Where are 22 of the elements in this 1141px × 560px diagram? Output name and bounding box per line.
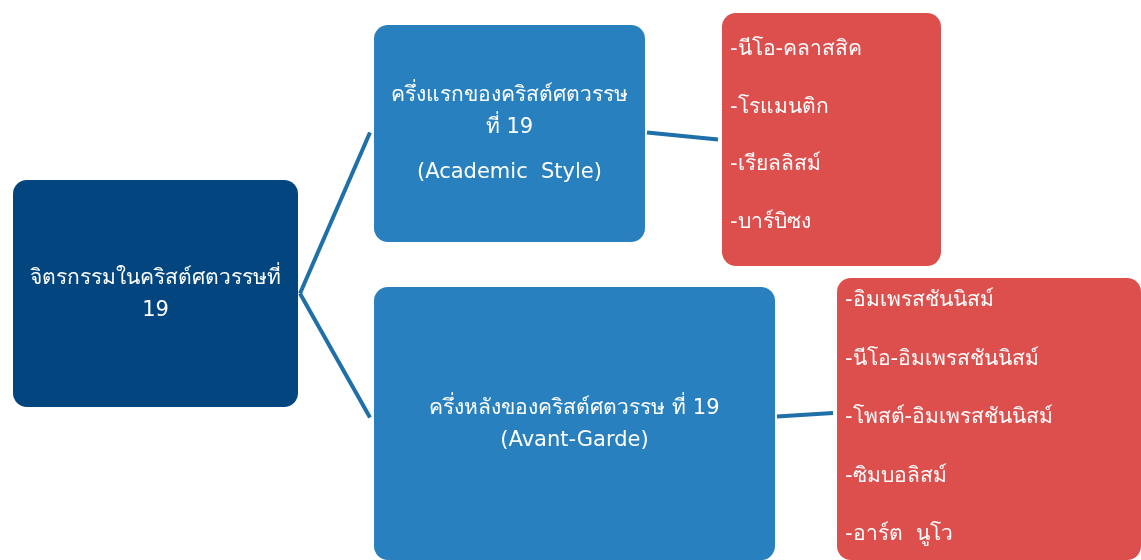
- list-item: -โรแมนติก: [730, 92, 829, 120]
- list-item: -อาร์ต นูโว: [845, 520, 953, 548]
- category-box: [374, 25, 645, 242]
- connector-line: [298, 131, 372, 295]
- box-label: ครึ่งแรกของคริสต์ศตวรรษ ที่ 19: [382, 79, 637, 143]
- list-item: -นีโอ-คลาสสิค: [730, 35, 863, 62]
- list-item: -ซิมบอลิสม์: [845, 461, 947, 489]
- list-box: [837, 278, 1141, 560]
- box-label: จิตรกรรมในคริสต์ศตวรรษที่ 19: [21, 262, 290, 325]
- list-item: -นีโอ-อิมเพรสชันนิสม์: [845, 344, 1040, 372]
- list-box: [722, 13, 941, 266]
- list-item: -เรียลลิสม์: [730, 150, 821, 177]
- box-label: (Academic Style): [417, 158, 602, 186]
- list-item: -อิมเพรสชันนิสม์: [845, 286, 994, 313]
- box-label: ครึ่งหลังของคริสต์ศตวรรษ ที่ 19 (Avant-Garde): [429, 392, 720, 455]
- list-item: -บาร์บิซง: [730, 207, 811, 235]
- topic-box: [13, 180, 298, 407]
- list-item: -โพสต์-อิมเพรสชันนิสม์: [845, 403, 1054, 430]
- connector-line: [646, 130, 719, 142]
- category-box: [374, 287, 775, 560]
- connector-line: [776, 411, 834, 419]
- connector-line: [298, 292, 372, 419]
